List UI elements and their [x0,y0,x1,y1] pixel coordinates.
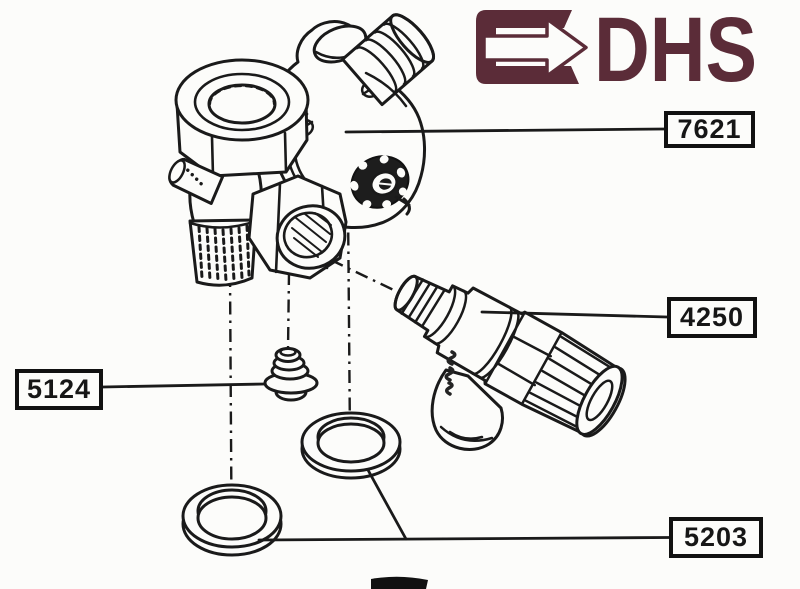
valve-top-port [341,13,435,107]
valve-axis-body [393,274,627,438]
leader-line-5124 [101,382,267,389]
leader-lines [101,127,671,542]
centerline-diagonal [330,258,403,296]
logo-arrow-shaft [482,17,588,78]
centerline-middle [286,271,291,351]
leader-line-4250 [480,310,669,319]
part-marking [444,350,457,396]
hand-knob [350,155,411,216]
part-label-5203: 5203 [669,517,763,558]
bleed-screw-drawing [263,347,319,402]
leader-line-5203-branch [366,468,408,541]
leader-line-7621 [344,127,666,134]
threaded-spigot [188,218,258,287]
center-lines [228,204,403,514]
drain-stub [168,157,225,205]
centerline-right [346,204,352,441]
part-number-4250: 4250 [679,302,745,332]
logo-arrow-icon [476,10,579,84]
union-fitting [247,174,348,280]
isolating-valve-drawing [393,274,627,451]
part-label-5124: 5124 [15,369,103,410]
leader-line-5203 [257,536,671,542]
part-label-4250: 4250 [667,297,757,338]
elbow-outlet [430,368,504,451]
port-fillet [364,71,408,108]
part-number-5203: 5203 [683,522,749,552]
part-number-5124: 5124 [26,374,92,404]
centerline-left [228,273,233,514]
scan-smudge [371,576,428,589]
dhs-logo: DHS [476,0,757,101]
valve-body-drawing [168,13,435,287]
washer-lower-drawing [181,483,283,557]
washer-upper-drawing [300,411,402,480]
logo-text: DHS [594,0,757,101]
part-label-7621: 7621 [664,111,755,148]
part-number-7621: 7621 [677,114,742,144]
hex-nut [174,58,310,178]
